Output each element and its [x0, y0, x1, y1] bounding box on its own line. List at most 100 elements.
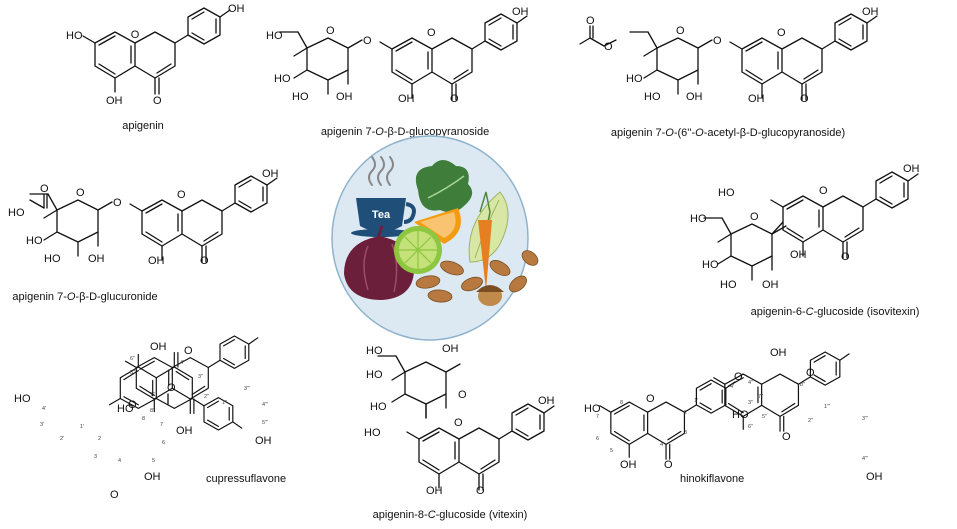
caption-hinokiflavone: hinokiflavone	[680, 473, 744, 485]
carboxyl-oxygen-label: O	[40, 183, 49, 195]
hydroxyl-label: OH	[148, 255, 165, 267]
svg-text:8: 8	[620, 400, 623, 406]
apigenin-acetyl-glucopyranoside-structure: O O O HO HO OH O O O OH OH	[579, 6, 879, 105]
ring-oxygen-label: O	[458, 389, 467, 401]
hydroxyl-label: HO	[732, 409, 749, 421]
carbonyl-oxygen-label: O	[110, 489, 119, 501]
cupressuflavone-structure: HO OH O HO O OH OH O O OH 4' 3' 2' 1' 2 …	[14, 335, 272, 501]
hydroxyl-label: OH	[88, 253, 105, 265]
carbonyl-oxygen-label: O	[841, 251, 850, 263]
caption-glucuronide: apigenin 7-O-β-D-glucuronide	[12, 291, 157, 303]
carbonyl-oxygen-label: O	[450, 93, 459, 105]
caption-vitexin: apigenin-8-C-glucoside (vitexin)	[373, 509, 528, 521]
svg-text:4: 4	[118, 458, 121, 464]
svg-text:6'': 6''	[130, 356, 135, 362]
ester-oxygen-label: O	[604, 41, 613, 53]
caption-acetyl-glucopyranoside: apigenin 7-O-(6''-O-acetyl-β-D-glucopyra…	[611, 127, 845, 139]
svg-text:5'': 5''	[762, 414, 767, 420]
hydroxyl-label: OH	[228, 3, 245, 15]
hydroxyl-label: HO	[292, 91, 309, 103]
hydroxyl-label: OH	[336, 91, 353, 103]
svg-text:5'': 5''	[130, 370, 135, 376]
acetyl-oxygen-label: O	[586, 15, 595, 27]
svg-text:2'': 2''	[204, 394, 209, 400]
hydroxyl-label: OH	[748, 93, 765, 105]
hydroxyl-label: OH	[255, 435, 272, 447]
svg-text:4''': 4'''	[262, 402, 268, 408]
glycosidic-oxygen-label: O	[113, 197, 122, 209]
kale-leaf-icon	[415, 160, 473, 213]
hydroxyl-label: OH	[426, 485, 443, 497]
ring-oxygen-label: O	[806, 367, 815, 379]
bridging-oxygen-label: O	[734, 371, 743, 383]
hydroxyl-label: HO	[44, 253, 61, 265]
svg-text:2'': 2''	[808, 418, 813, 424]
steam-icon	[368, 156, 394, 186]
hydroxyl-label: HO	[644, 91, 661, 103]
carbonyl-oxygen-label: O	[476, 485, 485, 497]
hydroxyl-label: HO	[626, 73, 643, 85]
svg-text:1': 1'	[694, 398, 698, 404]
svg-text:5: 5	[610, 448, 613, 454]
orange-slice-icon	[414, 208, 461, 244]
hydroxyl-label: OH	[790, 249, 807, 261]
caption-glucopyranoside: apigenin 7-O-β-D-glucopyranoside	[321, 126, 489, 138]
isovitexin-structure: HO O O OH OH O HO HO HO OH	[690, 163, 920, 291]
ring-oxygen-label: O	[777, 27, 786, 39]
tea-label: Tea	[372, 209, 391, 221]
hydroxyl-label: OH	[762, 279, 779, 291]
caption-apigenin: apigenin	[122, 120, 164, 132]
svg-text:4: 4	[660, 442, 663, 448]
svg-text:7: 7	[160, 422, 163, 428]
hydroxyl-label: HO	[584, 403, 601, 415]
food-illustration: Tea	[331, 135, 539, 341]
glycosidic-oxygen-label: O	[363, 35, 372, 47]
ring-oxygen-label: O	[76, 187, 85, 199]
carbonyl-oxygen-label: O	[153, 95, 162, 107]
hydroxyl-label: HO	[366, 369, 383, 381]
svg-text:1'': 1''	[222, 400, 227, 406]
hydroxyl-label: OH	[106, 95, 123, 107]
ring-oxygen-label: O	[128, 399, 137, 411]
ring-oxygen-label: O	[819, 185, 828, 197]
hydroxyl-label: OH	[903, 163, 920, 175]
hydroxyl-label: HO	[26, 235, 43, 247]
hydroxyl-label: OH	[866, 471, 883, 483]
hydroxyl-label: OH	[538, 395, 555, 407]
svg-text:3: 3	[684, 430, 687, 436]
svg-text:5: 5	[152, 458, 155, 464]
hydroxyl-label: OH	[620, 459, 637, 471]
carbonyl-oxygen-label: O	[664, 459, 673, 471]
ring-oxygen-label: O	[326, 25, 335, 37]
atom-numbers: 4' 3' 2' 1' 2 3 4 5 6 7 8 4'' 3'' 2'' 1'…	[40, 356, 268, 464]
hydroxyl-label: HO	[266, 30, 283, 42]
apigenin-7-o-glucuronide-structure: O HO O HO HO OH O O O OH OH	[8, 168, 279, 267]
hydroxyl-label: HO	[117, 403, 134, 415]
hydroxyl-label: OH	[770, 347, 787, 359]
svg-text:1': 1'	[80, 424, 84, 430]
hydroxyl-label: OH	[262, 168, 279, 180]
ring-oxygen-label: O	[676, 25, 685, 37]
svg-text:2: 2	[98, 436, 101, 442]
svg-text:3''': 3'''	[862, 416, 868, 422]
hydroxyl-label: HO	[720, 279, 737, 291]
hydroxyl-label: HO	[690, 213, 707, 225]
almonds-icon	[415, 250, 539, 303]
ring-oxygen-label: O	[427, 27, 436, 39]
svg-text:4'': 4''	[748, 380, 753, 386]
glycosidic-oxygen-label: O	[713, 35, 722, 47]
svg-text:8'': 8''	[150, 408, 155, 414]
hydroxyl-label: HO	[14, 393, 31, 405]
svg-text:7'': 7''	[150, 392, 155, 398]
carbonyl-oxygen-label: O	[782, 431, 791, 443]
carbonyl-oxygen-label: O	[184, 345, 193, 357]
hydroxyl-label: HO	[8, 207, 25, 219]
carbonyl-oxygen-label: O	[200, 255, 209, 267]
hydroxyl-label: HO	[702, 259, 719, 271]
ring-oxygen-label: O	[646, 393, 655, 405]
carrot-icon	[478, 191, 492, 290]
svg-text:3: 3	[94, 454, 97, 460]
svg-text:7: 7	[596, 414, 599, 420]
svg-text:2: 2	[684, 410, 687, 416]
